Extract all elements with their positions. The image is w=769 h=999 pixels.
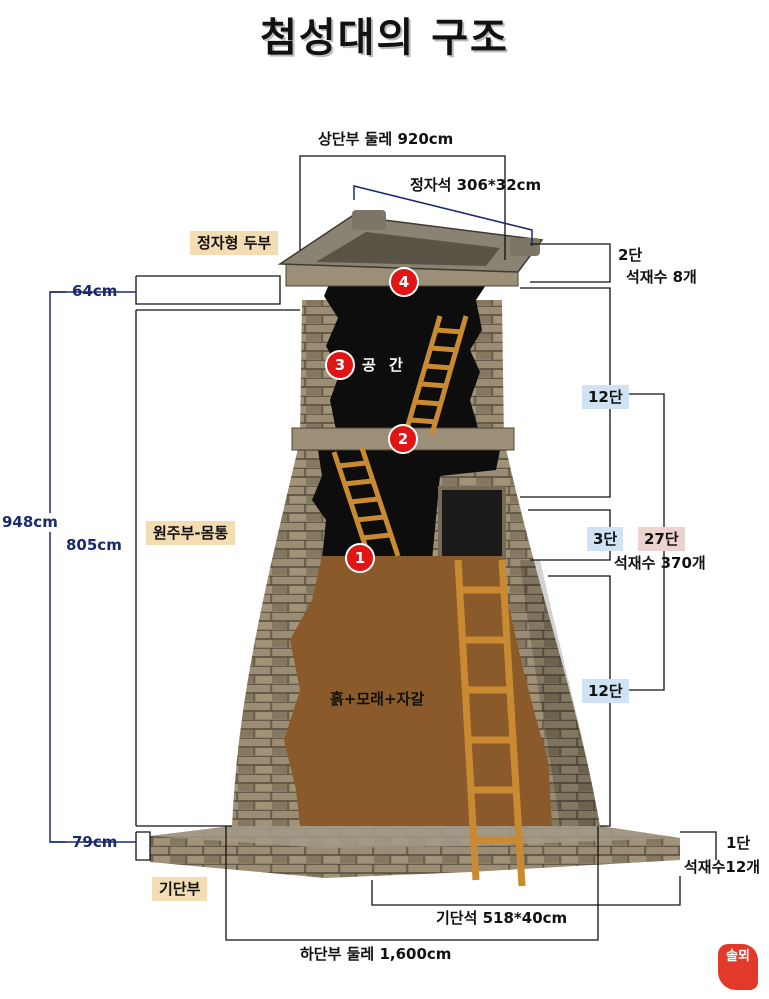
upper-hollow: [324, 282, 488, 430]
base-stone-label: 기단석 518*40cm: [436, 909, 568, 927]
leader-lines-navy: [49, 185, 533, 843]
badge-1: 1: [345, 543, 375, 573]
corner-stone-1: [352, 210, 386, 230]
author-seal: 솔뫼: [718, 944, 758, 990]
height-948-label: 948cm: [2, 513, 58, 532]
fill-label: 흙+모래+자갈: [330, 690, 425, 708]
space-label: 공 간: [362, 356, 407, 374]
window-opening: [438, 486, 506, 560]
stones-12-label: 석재수12개: [684, 858, 761, 876]
tier-2-label: 2단: [618, 246, 643, 264]
jeongja-part-label: 정자형 두부: [190, 231, 279, 255]
corner-stone-2: [510, 238, 540, 256]
badge-4: 4: [389, 267, 419, 297]
ladder-upper: [403, 315, 469, 435]
tier-27-label: 27단: [638, 527, 685, 551]
bottom-circumference-label: 하단부 둘레 1,600cm: [300, 945, 452, 963]
stones-8-label: 석재수 8개: [626, 268, 697, 286]
soil-fill: [284, 556, 552, 826]
tier-12-upper-label: 12단: [582, 385, 629, 409]
badge-3: 3: [325, 350, 355, 380]
height-79-label: 79cm: [72, 833, 118, 851]
tower-shadow: [520, 560, 600, 826]
stones-370-label: 석재수 370개: [614, 554, 706, 572]
jeongja-stone-label: 정자석 306*32cm: [410, 176, 542, 194]
top-circumference-label: 상단부 둘레 920cm: [318, 130, 454, 148]
ladder-lower: [454, 559, 526, 887]
height-64-label: 64cm: [72, 282, 118, 300]
base-part-label: 기단부: [152, 877, 208, 901]
page-title: 첨성대의 구조: [260, 14, 509, 61]
badge-2: 2: [388, 424, 418, 454]
tier-3-label: 3단: [587, 527, 624, 551]
jeongja-frame-inner: [316, 232, 500, 266]
height-805-label: 805cm: [66, 536, 122, 554]
ladder-middle: [331, 447, 401, 561]
tier-1-label: 1단: [726, 834, 751, 852]
body-part-label: 원주부-몸통: [146, 521, 236, 545]
base-platform-top: [150, 826, 680, 848]
tier-12-lower-label: 12단: [582, 679, 629, 703]
